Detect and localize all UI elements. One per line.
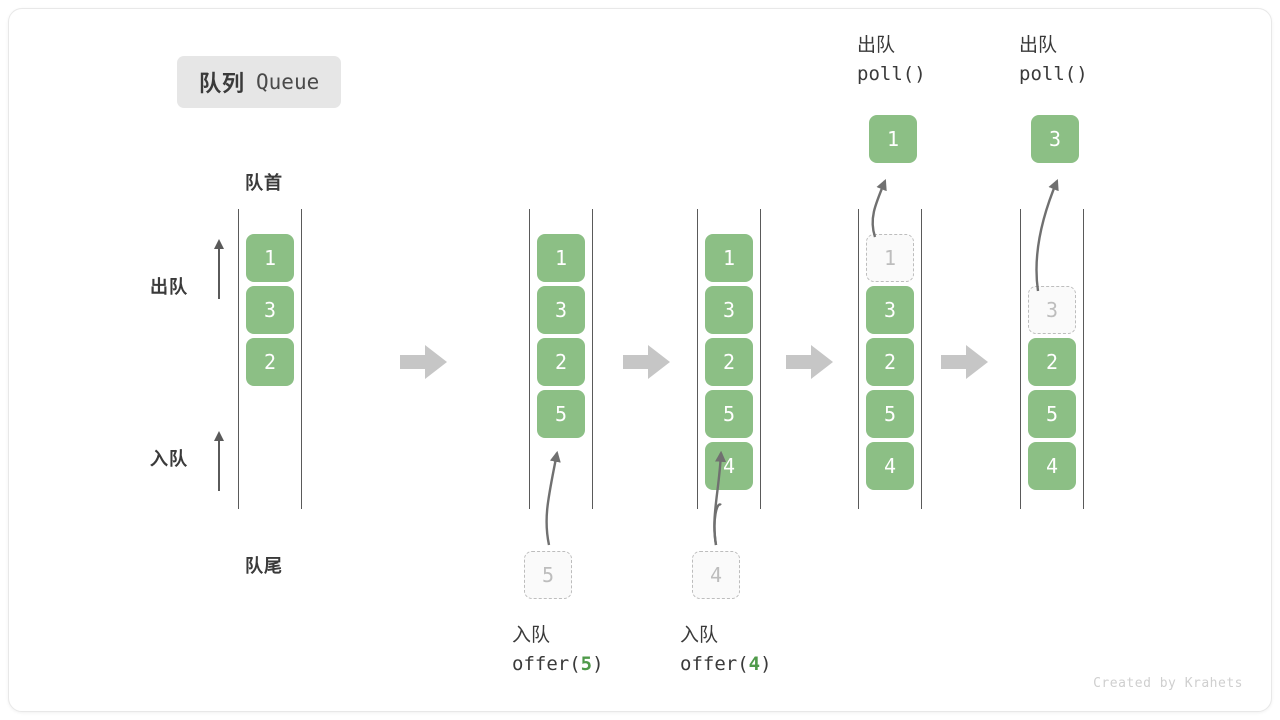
operation-caption-poll-3: 出队 poll(): [1019, 31, 1088, 90]
queue-cell: 3: [246, 286, 294, 334]
queue-cell: 3: [705, 286, 753, 334]
step-separator-arrow: [623, 345, 670, 379]
queue-cell: 3: [537, 286, 585, 334]
queue-cell: 1: [705, 234, 753, 282]
queue-cell: 1: [246, 234, 294, 282]
operation-arg: 4: [748, 653, 761, 676]
enqueue-arrow-4-tail: [713, 503, 722, 546]
title-en: Queue: [256, 70, 320, 94]
polled-element-3: 3: [1031, 115, 1079, 163]
queue-cell: 1: [537, 234, 585, 282]
queue-rear-label: 队尾: [245, 556, 283, 576]
title-cn: 队列: [199, 71, 246, 96]
operation-code: poll(): [857, 63, 926, 86]
rail-right: [301, 209, 302, 509]
queue-column-poll-1: 1 3 2 5 4: [858, 209, 922, 509]
queue-column-initial: 1 3 2: [238, 209, 302, 509]
queue-cell: 4: [705, 442, 753, 490]
polled-element-1: 1: [869, 115, 917, 163]
incoming-element-4: 4: [692, 551, 740, 599]
rail-left: [238, 209, 239, 509]
credit-text: Created by Krahets: [1093, 676, 1243, 691]
queue-cell: 4: [1028, 442, 1076, 490]
rail-right: [760, 209, 761, 509]
queue-cell: 5: [1028, 390, 1076, 438]
queue-cell: 5: [537, 390, 585, 438]
queue-column-offer-4: 1 3 2 5 4: [697, 209, 761, 509]
rail-left: [697, 209, 698, 509]
dequeue-side-label: 出队: [150, 277, 188, 297]
queue-cell: 2: [705, 338, 753, 386]
rail-right: [592, 209, 593, 509]
queue-column-offer-5: 1 3 2 5: [529, 209, 593, 509]
operation-name: 入队: [680, 625, 719, 646]
operation-name: 出队: [857, 35, 896, 56]
operation-name: 出队: [1019, 35, 1058, 56]
queue-column-poll-3: 3 2 5 4: [1020, 209, 1084, 509]
queue-cell: 3: [866, 286, 914, 334]
queue-cell: 2: [537, 338, 585, 386]
rail-left: [529, 209, 530, 509]
enqueue-side-label: 入队: [150, 449, 188, 469]
rail-right: [921, 209, 922, 509]
queue-cell: 4: [866, 442, 914, 490]
operation-caption-offer-4: 入队 offer(4): [680, 621, 772, 680]
operation-code: offer(5): [512, 653, 604, 676]
operation-code: poll(): [1019, 63, 1088, 86]
queue-cell: 5: [866, 390, 914, 438]
rail-left: [858, 209, 859, 509]
queue-cell: 5: [705, 390, 753, 438]
step-separator-arrow: [400, 345, 447, 379]
operation-arg: 5: [580, 653, 593, 676]
incoming-element-5: 5: [524, 551, 572, 599]
queue-cell-removed: 1: [866, 234, 914, 282]
operation-caption-offer-5: 入队 offer(5): [512, 621, 604, 680]
queue-cell-removed: 3: [1028, 286, 1076, 334]
step-separator-arrow: [786, 345, 833, 379]
queue-cell: 2: [866, 338, 914, 386]
operation-caption-poll-1: 出队 poll(): [857, 31, 926, 90]
queue-cell: 2: [1028, 338, 1076, 386]
rail-right: [1083, 209, 1084, 509]
diagram-card: 队列 Queue 队首 队尾 出队 入队 1 3 2 1 3 2 5 5 入队 …: [8, 8, 1272, 712]
queue-cell: 2: [246, 338, 294, 386]
operation-code: offer(4): [680, 653, 772, 676]
title-badge: 队列 Queue: [177, 56, 342, 108]
queue-front-label: 队首: [245, 173, 283, 193]
rail-left: [1020, 209, 1021, 509]
step-separator-arrow: [941, 345, 988, 379]
operation-name: 入队: [512, 625, 551, 646]
